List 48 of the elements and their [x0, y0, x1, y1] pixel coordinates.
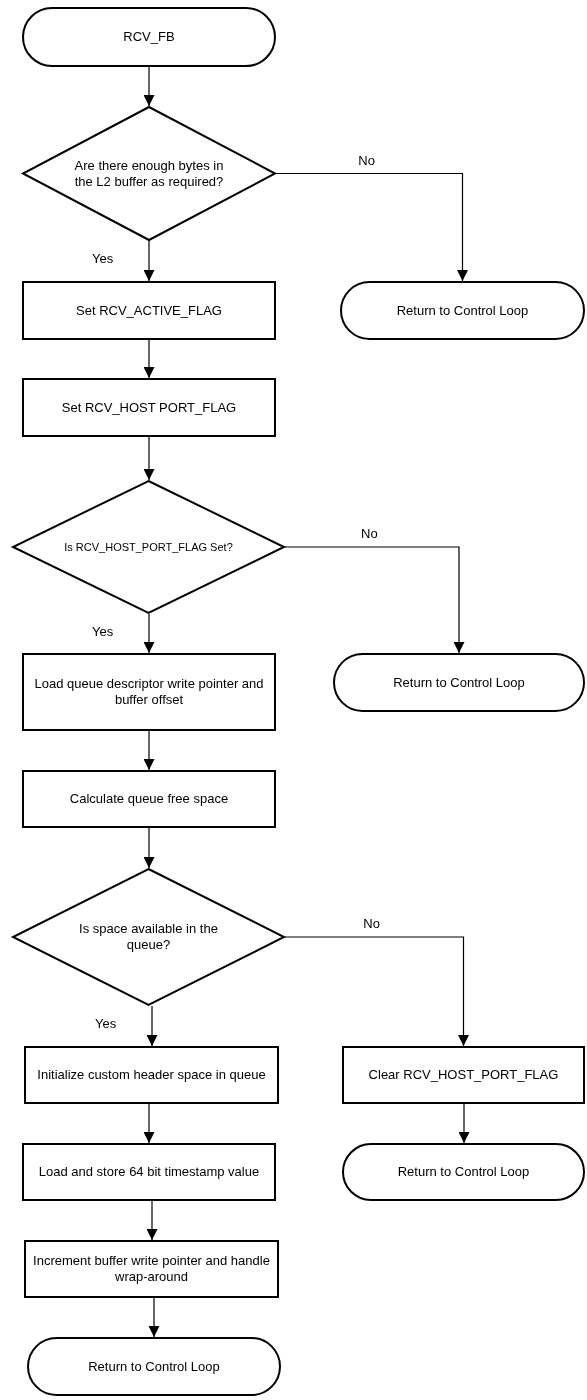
terminator-shape [342, 1143, 585, 1201]
step-text: Increment buffer write pointer and handle wrap-around [32, 1253, 271, 1285]
step-text: Load queue descriptor write pointer and buffer offset [33, 676, 265, 708]
process-box [22, 770, 276, 828]
arrow [284, 936, 469, 1047]
process-box [24, 1240, 279, 1298]
step-text: Calculate queue free space [68, 791, 230, 807]
decision-diamond [22, 106, 276, 241]
terminator-shape [22, 7, 276, 67]
terminator-text: Return to Control Loop [395, 302, 530, 319]
process-box [22, 281, 276, 340]
arrow [143, 66, 155, 107]
decision-text: Are there enough bytes in the L2 buffer as required? [74, 157, 224, 190]
arrow [143, 827, 155, 869]
step-text: Clear RCV_HOST_PORT_FLAG [367, 1067, 560, 1083]
edge-label: No [360, 526, 379, 541]
process-box [24, 1046, 279, 1104]
decision-text: Is space available in the queue? [78, 921, 219, 953]
arrow [143, 613, 155, 654]
process-box [22, 653, 276, 731]
arrow [143, 1103, 155, 1144]
terminator-text: RCV_FB [122, 29, 176, 45]
step-text: Set RCV_ACTIVE_FLAG [75, 302, 223, 319]
terminator-text: Return to Control Loop [87, 1358, 221, 1375]
edge-label: Yes [94, 1016, 118, 1031]
arrow [143, 730, 155, 771]
terminator-text: Return to Control Loop [396, 1164, 531, 1180]
arrow [458, 1103, 470, 1144]
edge-label: Yes [91, 251, 115, 266]
step-text: Initialize custom header space in queue [36, 1067, 267, 1083]
decision-diamond [12, 480, 285, 614]
process-box [22, 1143, 276, 1201]
arrow [143, 240, 155, 282]
arrow [146, 1005, 158, 1047]
arrow [146, 1200, 158, 1241]
arrow [275, 172, 468, 282]
process-box [22, 378, 276, 437]
decision-text: Is RCV_HOST_PORT_FLAG Set? [63, 540, 234, 555]
decision-diamond [12, 868, 285, 1006]
step-text: Load and store 64 bit timestamp value [37, 1164, 261, 1180]
arrow [143, 339, 155, 379]
arrow [148, 1297, 160, 1338]
step-text: Set RCV_HOST PORT_FLAG [60, 399, 238, 416]
terminator-text: Return to Control Loop [392, 674, 526, 691]
arrow [143, 436, 155, 481]
arrow [284, 546, 465, 654]
edge-label: No [362, 916, 381, 931]
process-box [342, 1046, 585, 1104]
